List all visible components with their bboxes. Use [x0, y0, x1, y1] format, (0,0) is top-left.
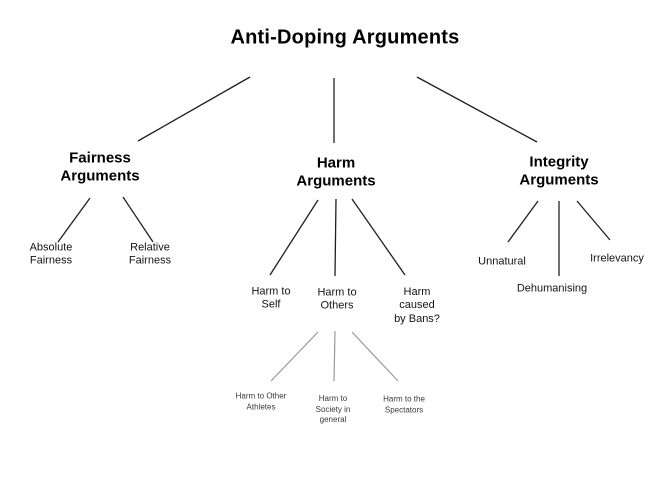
edge-fairness-absolute [57, 197, 91, 243]
edge-others-athletes [270, 331, 319, 382]
edge-harm-others [334, 198, 337, 277]
node-irrelevancy: Irrelevancy [590, 252, 644, 265]
edge-harm-self [269, 199, 319, 276]
node-harm-to-self: Harm to Self [251, 285, 291, 311]
edge-fairness-relative [122, 196, 154, 243]
edge-others-spectators [351, 331, 399, 382]
edge-integrity-unnatural [507, 200, 539, 243]
node-relative-fairness: Relative Fairness [128, 241, 172, 267]
node-harm-caused-by-bans: Harm caused by Bans? [394, 285, 440, 325]
node-absolute-fairness: Absolute Fairness [29, 241, 73, 267]
node-dehumanising: Dehumanising [516, 282, 588, 295]
node-integrity-arguments: Integrity Arguments [519, 153, 599, 189]
edge-root-fairness [137, 76, 251, 142]
edge-integrity-irrelevancy [576, 200, 611, 241]
node-fairness-arguments: Fairness Arguments [60, 149, 140, 185]
node-harm-to-others: Harm to Others [317, 286, 357, 312]
node-harm-arguments: Harm Arguments [296, 154, 376, 190]
edge-root-integrity [416, 76, 538, 143]
node-harm-to-spectators: Harm to the Spectators [383, 394, 425, 414]
diagram-title: Anti-Doping Arguments [230, 26, 460, 49]
edge-others-society [333, 330, 336, 382]
node-harm-to-other-athletes: Harm to Other Athletes [235, 391, 287, 411]
node-harm-to-society: Harm to Society in general [315, 394, 351, 425]
edge-harm-bans [351, 198, 406, 276]
node-unnatural: Unnatural [478, 255, 526, 268]
